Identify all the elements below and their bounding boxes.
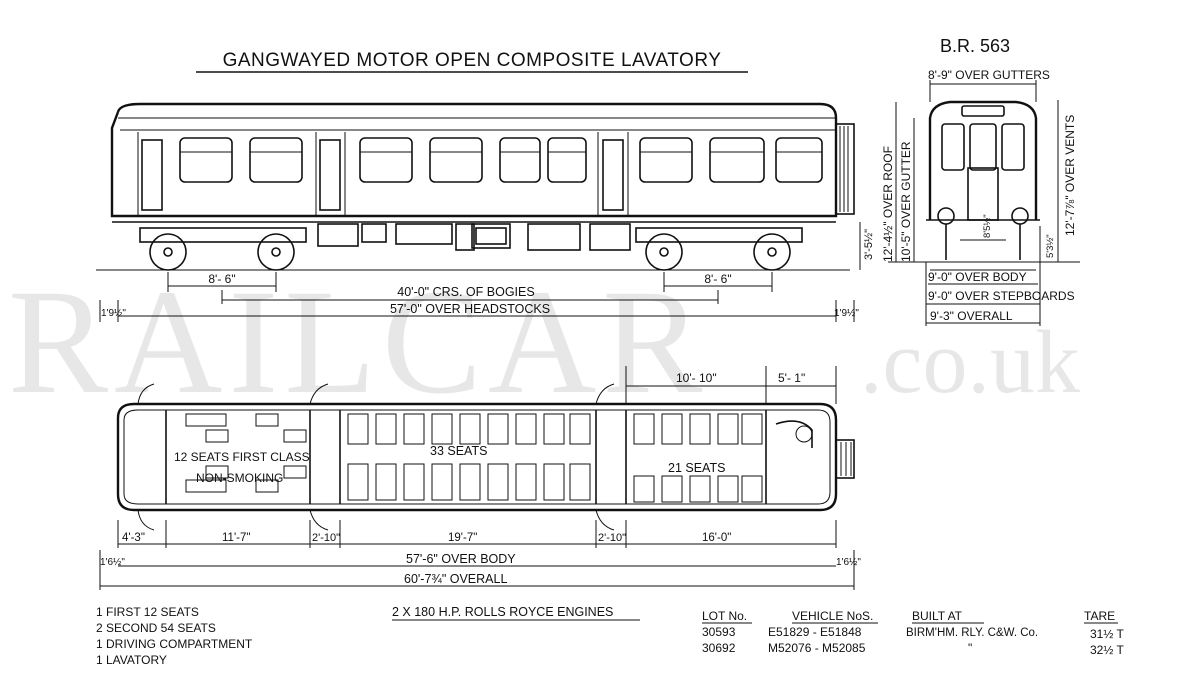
drawing-title: GANGWAYED MOTOR OPEN COMPOSITE LAVATORY — [223, 50, 722, 71]
header-built: BUILT AT — [912, 609, 963, 623]
bogie-centres-label: 40'-0" CRS. OF BOGIES — [397, 285, 534, 299]
end-window-left — [941, 123, 965, 171]
plan-end-right: 1'6½" — [836, 557, 861, 568]
row2-vehicle: M52076 - M52085 — [768, 641, 866, 655]
end-overhang-right: 1'9½" — [834, 308, 859, 319]
bogie-wheelbase-right: 8'- 6" — [704, 272, 731, 286]
side-body-outline — [110, 111, 838, 218]
accommodation-line-3: 1 DRIVING COMPARTMENT — [96, 637, 253, 651]
side-height-label: 3'-5½" — [863, 229, 875, 260]
lot-table: LOT No. VEHICLE NoS. BUILT AT TARE 30593… — [702, 609, 1124, 657]
watermark-main: RAILCAR — [8, 259, 708, 425]
side-door-1 — [141, 139, 163, 211]
plan-dim-10-10: 10'- 10" — [676, 371, 717, 385]
plan-dim-11-7: 11'-7" — [222, 532, 250, 544]
accommodation-list: 1 FIRST 12 SEATS 2 SECOND 54 SEATS 1 DRI… — [96, 605, 253, 667]
end-centre-height: 8'5½" — [982, 214, 993, 238]
plan-33-seats-label: 33 SEATS — [430, 444, 487, 458]
end-over-vents: 12'-7⅞" OVER VENTS — [1063, 115, 1077, 236]
plan-first-class-seats — [185, 413, 307, 493]
row1-lot: 30593 — [702, 625, 736, 639]
plan-21-seats-label: 21 SEATS — [668, 461, 725, 475]
end-buffer-right — [1011, 207, 1029, 225]
row1-built: BIRM'HM. RLY. C&W. Co. — [906, 627, 1038, 639]
plan-driver-desk — [775, 420, 813, 448]
row2-built: " — [968, 641, 972, 655]
side-elevation: 3'-5½" 8'- 6" 8'- 6" 40'-0" CRS. OF BOGI… — [96, 102, 875, 322]
end-over-body: 9'-0" OVER BODY — [928, 270, 1027, 284]
accommodation-line-4: 1 LAVATORY — [96, 653, 167, 667]
end-over-gutters: 8'-9" OVER GUTTERS — [928, 68, 1050, 82]
side-roof — [116, 102, 838, 119]
plan-dim-16-0: 16'-0" — [702, 532, 731, 544]
plan-first-class-label: 12 SEATS FIRST CLASS — [174, 450, 310, 464]
side-door-2 — [319, 139, 341, 211]
plan-dim-19-7: 19'-7" — [448, 532, 477, 544]
plan-dim-2-10b: 2'-10" — [598, 532, 626, 544]
plan-overall: 60'-7¾" OVERALL — [404, 572, 507, 586]
header-lot: LOT No. — [702, 609, 747, 623]
plan-body-outline — [116, 402, 838, 512]
end-over-stepboards: 9'-0" OVER STEPBOARDS — [928, 289, 1075, 303]
plan-gangway — [835, 439, 855, 479]
end-window-right — [1001, 123, 1025, 171]
plan-door-swings — [137, 383, 615, 531]
plan-dim-2-10a: 2'-10" — [312, 532, 340, 544]
end-body-outline — [928, 100, 1038, 220]
plan-over-body: 57'-6" OVER BODY — [406, 552, 516, 566]
plan-dim-ticks — [117, 520, 837, 548]
plan-partitions — [165, 410, 767, 504]
end-over-roof: 12'-4½" OVER ROOF — [881, 146, 895, 262]
end-small-right: 5'3½" — [1045, 234, 1056, 258]
end-overall: 9'-3" OVERALL — [930, 309, 1013, 323]
over-headstocks-label: 57'-0" OVER HEADSTOCKS — [390, 302, 550, 316]
row1-vehicle: E51829 - E51848 — [768, 625, 862, 639]
watermark-suffix: .co.uk — [860, 313, 1080, 412]
end-over-gutter: 10'-5" OVER GUTTER — [899, 141, 913, 262]
end-overhang-left: 1'9½" — [101, 308, 126, 319]
row1-tare: 31½ T — [1090, 627, 1124, 641]
side-windows — [179, 137, 823, 183]
plan-driver-seat — [795, 425, 813, 443]
plan-dim-4-3: 4'-3" — [122, 532, 145, 544]
side-gangway — [835, 123, 855, 215]
bogie-wheelbase-left: 8'- 6" — [208, 272, 235, 286]
plan-second-class-seats — [347, 413, 763, 503]
header-vehicle: VEHICLE NoS. — [792, 609, 873, 623]
header-tare: TARE — [1084, 609, 1115, 623]
end-window-centre — [969, 123, 997, 171]
end-gangway-door — [967, 167, 999, 221]
plan-dim-5-1: 5'- 1" — [778, 371, 805, 385]
end-elevation: 8'-9" OVER GUTTERS 12'-4½" OVER ROOF 10'… — [881, 68, 1080, 326]
plan-view: 12 SEATS FIRST CLASS NON-SMOKING 33 SEAT… — [99, 366, 861, 590]
side-gangway-ribs — [839, 126, 849, 212]
diagram-ref: B.R. 563 — [940, 36, 1010, 56]
watermark: RAILCAR .co.uk — [8, 259, 1080, 425]
accommodation-line-1: 1 FIRST 12 SEATS — [96, 605, 199, 619]
plan-non-smoking-label: NON-SMOKING — [196, 471, 283, 485]
engines-label: 2 X 180 H.P. ROLLS ROYCE ENGINES — [392, 605, 613, 619]
row2-lot: 30692 — [702, 641, 736, 655]
side-door-3 — [602, 139, 624, 211]
accommodation-line-2: 2 SECOND 54 SEATS — [96, 621, 216, 635]
end-buffer-left — [937, 207, 955, 225]
end-headcode-box — [961, 105, 1005, 117]
side-underframe-equipment — [317, 223, 631, 251]
plan-end-left: 1'6½" — [100, 557, 125, 568]
row2-tare: 32½ T — [1090, 643, 1124, 657]
